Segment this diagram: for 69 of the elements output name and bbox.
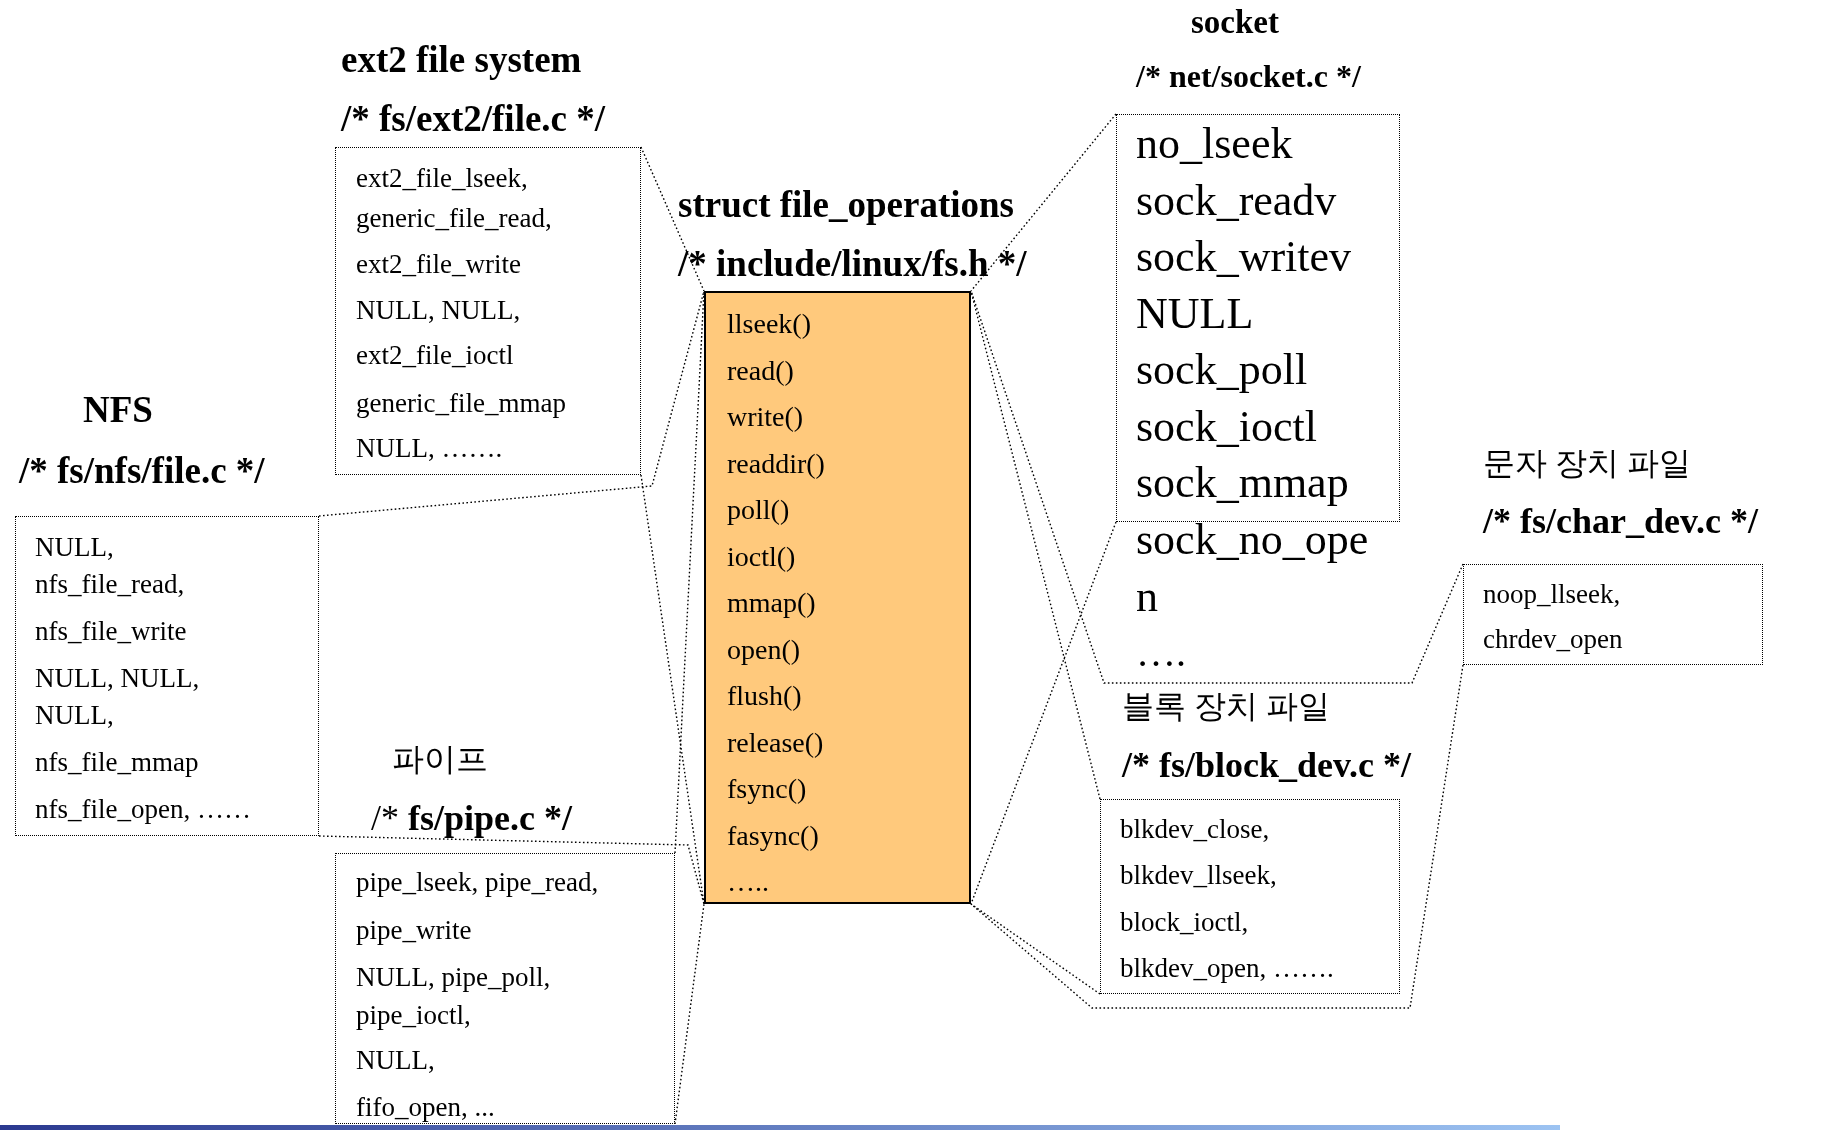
section-heading: struct file_operations — [678, 183, 1015, 227]
source-path-comment: /* fs/char_dev.c */ — [1483, 501, 1758, 543]
function-entry: ext2_file_write — [356, 249, 521, 281]
source-path-comment: /* include/linux/fs.h */ — [678, 242, 1027, 286]
function-entry: sock_poll — [1136, 344, 1308, 396]
source-path-comment: /* fs/nfs/file.c */ — [19, 449, 265, 493]
operation-name: release() — [727, 726, 824, 759]
function-entry: chrdev_open — [1483, 624, 1623, 656]
section-heading: 파이프 — [392, 740, 488, 778]
section-heading: 블록 장치 파일 — [1122, 687, 1330, 725]
function-entry: generic_file_mmap — [356, 388, 566, 420]
operation-name: llseek() — [727, 307, 811, 341]
function-entry: NULL, ……. — [356, 433, 503, 465]
function-entry: no_lseek — [1136, 118, 1293, 170]
function-entry: sock_ioctl — [1136, 401, 1317, 452]
function-entry: NULL, — [35, 700, 114, 732]
function-entry: nfs_file_open, …… — [35, 794, 251, 826]
function-entry: sock_readv — [1136, 175, 1337, 226]
source-path-comment: /* net/socket.c */ — [1136, 57, 1361, 95]
function-entry: generic_file_read, — [356, 203, 552, 235]
function-entry: nfs_file_mmap — [35, 747, 199, 779]
function-entry: sock_no_open — [1136, 514, 1370, 623]
function-entry: nfs_file_read, — [35, 569, 185, 601]
operation-name: readdir() — [727, 447, 825, 480]
operation-name: fasync() — [727, 819, 819, 852]
operation-name: ioctl() — [727, 540, 796, 573]
function-entry: …. — [1136, 630, 1186, 676]
section-heading: NFS — [83, 388, 153, 432]
source-path-comment: /* fs/block_dev.c */ — [1122, 745, 1412, 787]
function-entry: blkdev_open, ……. — [1120, 953, 1334, 985]
operation-name: poll() — [727, 493, 790, 527]
function-entry: sock_writev — [1136, 231, 1352, 283]
function-entry: noop_llseek, — [1483, 579, 1621, 611]
function-entry: sock_mmap — [1136, 457, 1349, 509]
function-entry: blkdev_llseek, — [1120, 860, 1277, 892]
function-entry: NULL, NULL, — [35, 663, 200, 695]
function-entry: pipe_write — [356, 915, 472, 947]
function-entry: NULL, NULL, — [356, 295, 521, 327]
operation-name: open() — [727, 633, 801, 666]
function-entry: ext2_file_ioctl — [356, 340, 514, 372]
operation-name: read() — [727, 354, 794, 387]
operation-name: ….. — [727, 865, 769, 899]
dotted-connector — [640, 146, 705, 292]
operation-name: flush() — [727, 679, 802, 713]
dotted-connector — [970, 664, 1464, 1009]
dotted-connector — [970, 290, 1101, 800]
operation-name: write() — [727, 400, 804, 434]
source-path-comment: /* fs/ext2/file.c */ — [341, 97, 606, 141]
function-entry: fifo_open, ... — [356, 1092, 495, 1124]
dotted-connector — [970, 113, 1117, 292]
section-heading: socket — [1191, 4, 1279, 42]
dotted-connector — [674, 903, 705, 1125]
operation-name: mmap() — [727, 586, 816, 620]
section-heading: ext2 file system — [341, 38, 582, 82]
function-entry: ext2_file_lseek, — [356, 163, 528, 195]
function-entry: block_ioctl, — [1120, 907, 1249, 939]
function-entry: nfs_file_write — [35, 616, 187, 648]
function-entry: NULL — [1136, 288, 1254, 339]
source-path-comment: /* fs/pipe.c */ — [371, 798, 573, 840]
dotted-connector — [318, 835, 705, 905]
function-entry: NULL, pipe_poll, — [356, 962, 551, 994]
function-entry: pipe_ioctl, — [356, 1000, 471, 1032]
function-entry: pipe_lseek, pipe_read, — [356, 867, 599, 899]
section-heading: 문자 장치 파일 — [1483, 444, 1691, 482]
dotted-connector — [970, 903, 1101, 995]
function-entry: NULL, — [356, 1045, 435, 1077]
function-entry: NULL, — [35, 532, 114, 564]
operation-name: fsync() — [727, 772, 807, 806]
function-entry: blkdev_close, — [1120, 814, 1270, 846]
